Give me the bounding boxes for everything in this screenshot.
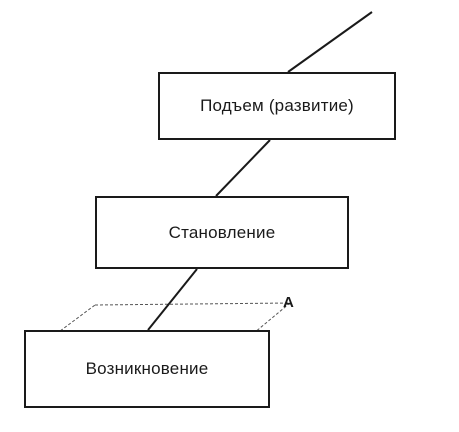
axis-line-top — [287, 11, 373, 73]
axis-line-bottom — [147, 268, 198, 331]
stage-box-vozniknovenie: Возникновение — [24, 330, 270, 408]
stage-label-podyem: Подъем (развитие) — [200, 96, 354, 115]
stage-label-stanovlenie: Становление — [168, 222, 276, 242]
stage-label-vozniknovenie: Возникновение — [85, 359, 209, 378]
plane-a — [46, 302, 292, 341]
stage-box-stanovlenie: Становление — [95, 196, 349, 269]
plane-label-a: A — [283, 294, 294, 311]
axis-line-middle — [215, 139, 271, 197]
stage-box-podyem: Подъем (развитие) — [158, 72, 396, 140]
